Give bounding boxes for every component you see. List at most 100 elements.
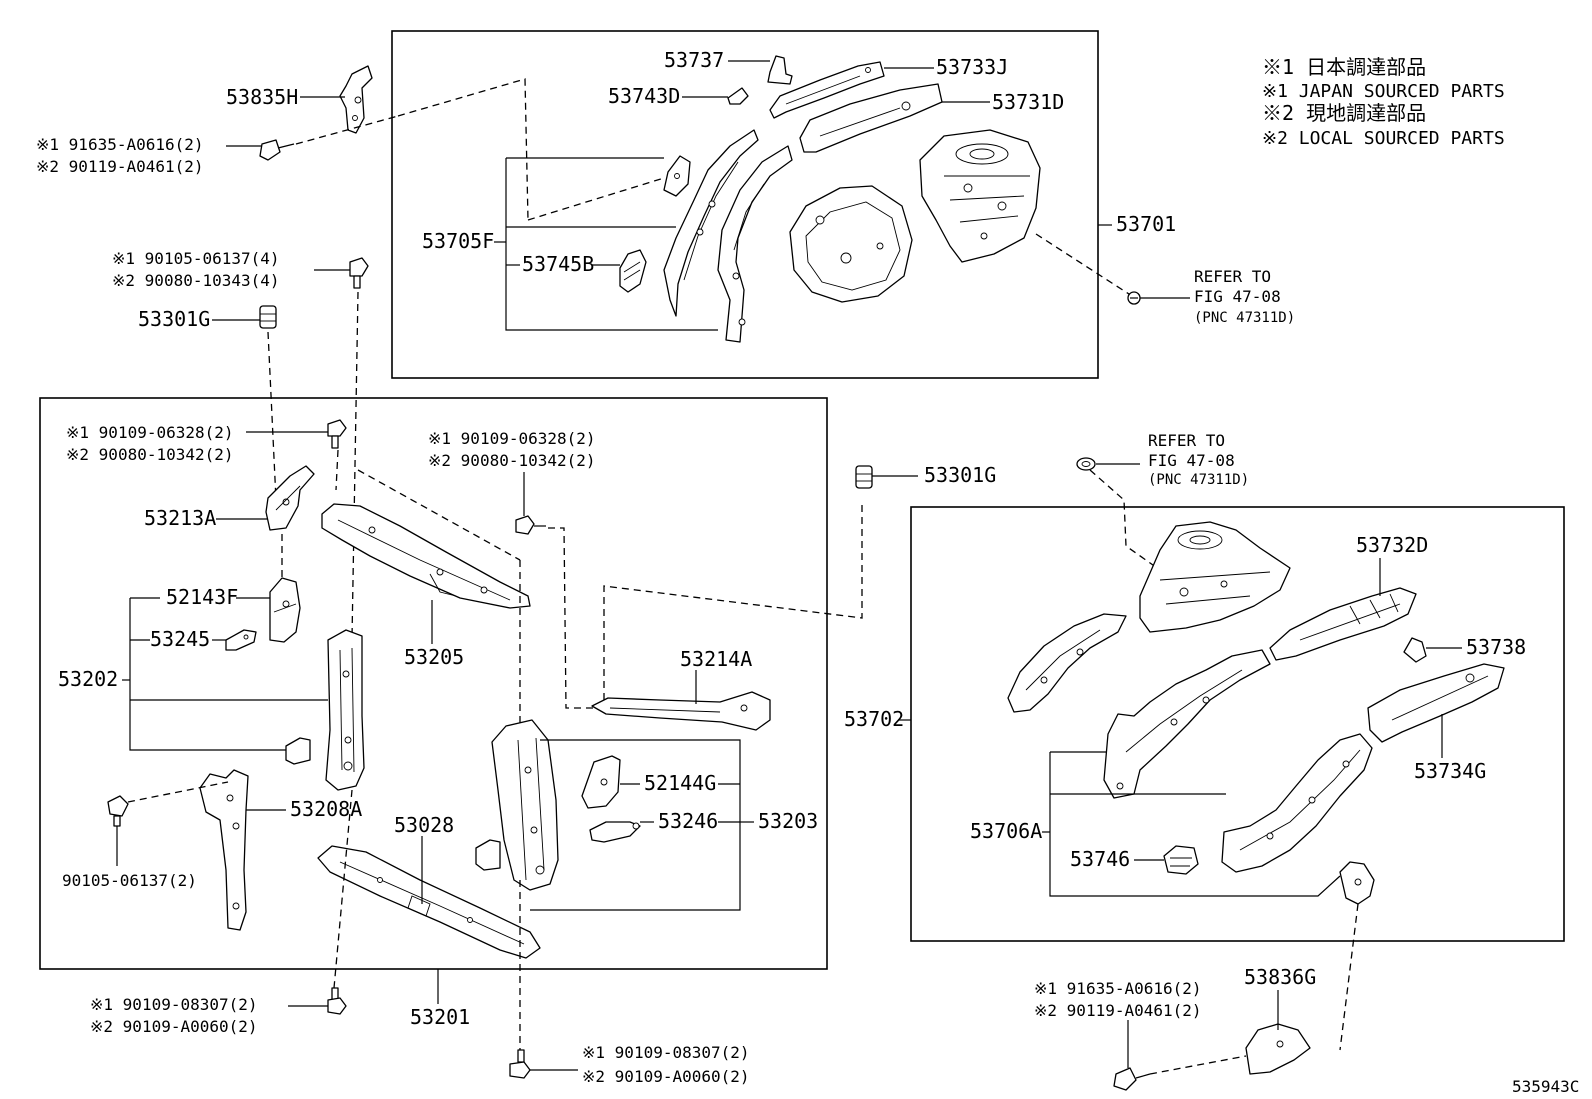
- part-53214A-brace: [591, 691, 771, 731]
- label-53731D: 53731D: [992, 90, 1064, 114]
- fastener-bolt4: 90105-06137(2): [62, 871, 197, 890]
- label-53836G: 53836G: [1244, 965, 1316, 989]
- bolt-icon: [107, 795, 129, 827]
- refer-2-line-1: REFER TO: [1148, 431, 1225, 450]
- fastener-br-2: ※2 90119-A0461(2): [1034, 1001, 1202, 1020]
- part-53705F-bracket: [663, 155, 691, 197]
- part-53705F-apron: [663, 129, 759, 317]
- label-53701: 53701: [1116, 212, 1176, 236]
- part-52144G-bracket: [581, 755, 621, 809]
- legend: ※1 日本調達部品 ※1 JAPAN SOURCED PARTS ※2 現地調達…: [1262, 55, 1505, 149]
- part-53202-small-bracket: [285, 737, 311, 765]
- label-53745B: 53745B: [522, 252, 594, 276]
- label-53208A: 53208A: [290, 797, 362, 821]
- part-53705F-lower-panel: [717, 145, 793, 343]
- part-53745B-pad: [619, 249, 647, 293]
- label-53732D: 53732D: [1356, 533, 1428, 557]
- part-53737-clip: [767, 55, 793, 85]
- frame-radiator-support-group: [39, 397, 828, 970]
- part-53738-clip: [1403, 637, 1427, 663]
- part-53746-pad: [1163, 845, 1199, 875]
- label-53028: 53028: [394, 813, 454, 837]
- part-52143F-bracket: [269, 577, 301, 643]
- label-53705F: 53705F: [422, 229, 494, 253]
- part-53245-clip: [225, 629, 257, 651]
- label-53214A: 53214A: [680, 647, 752, 671]
- fastener-bolt5-2: ※2 90109-A0060(2): [90, 1017, 258, 1036]
- part-wheelhouse-assembly: [789, 185, 913, 303]
- part-53203-small-bracket: [475, 839, 501, 871]
- fastener-bolt3-2: ※2 90080-10342(2): [428, 451, 596, 470]
- legend-line-4: ※2 LOCAL SOURCED PARTS: [1262, 128, 1505, 149]
- frame-right-apron-group: [910, 506, 1565, 942]
- refer-1-line-1: REFER TO: [1194, 267, 1271, 286]
- bolt-icon: [1113, 1067, 1151, 1091]
- part-53301G-cushion: [259, 305, 277, 329]
- part-53836G-bracket: [1245, 1023, 1311, 1075]
- part-53213A-bracket: [265, 465, 315, 531]
- label-53743D: 53743D: [608, 84, 680, 108]
- part-53205-upper-crossmember: [321, 503, 531, 609]
- clip-icon: [1076, 457, 1096, 471]
- legend-line-1: ※1 日本調達部品: [1262, 55, 1426, 79]
- label-53702: 53702: [844, 707, 904, 731]
- part-53835H-bracket: [339, 65, 373, 134]
- label-53737: 53737: [664, 48, 724, 72]
- fastener-bolt2-2: ※2 90080-10342(2): [66, 445, 234, 464]
- part-53202-support: [325, 629, 365, 791]
- bolt-icon: [259, 139, 295, 161]
- clip-icon: [1127, 291, 1141, 305]
- refer-1-line-2: FIG 47-08: [1194, 287, 1281, 306]
- part-suspension-tower-right: [1139, 521, 1291, 633]
- part-53203-support: [491, 719, 559, 891]
- part-53732D-rail: [1269, 587, 1417, 661]
- legend-line-3: ※2 現地調達部品: [1262, 101, 1426, 125]
- fastener-bolt1-1: ※1 90105-06137(4): [112, 249, 280, 268]
- part-53706A-apron: [1103, 649, 1271, 799]
- label-53301G-left: 53301G: [138, 307, 210, 331]
- part-wheelhouse-fragment-right: [1007, 613, 1127, 713]
- refer-2-line-3: (PNC 47311D): [1148, 472, 1249, 488]
- label-53835H: 53835H: [226, 85, 298, 109]
- label-52144G: 52144G: [644, 771, 716, 795]
- fastener-bolt2-1: ※1 90109-06328(2): [66, 423, 234, 442]
- label-53203: 53203: [758, 809, 818, 833]
- label-53246: 53246: [658, 809, 718, 833]
- fastener-bolt6-1: ※1 90109-08307(2): [582, 1043, 750, 1062]
- part-53743D-clip: [727, 87, 749, 105]
- fastener-tl-2: ※2 90119-A0461(2): [36, 157, 204, 176]
- bolt-icon: [515, 515, 546, 535]
- label-53301G-right: 53301G: [924, 463, 996, 487]
- fastener-tl-1: ※1 91635-A0616(2): [36, 135, 204, 154]
- fastener-bolt3-1: ※1 90109-06328(2): [428, 429, 596, 448]
- part-53208A-bracket: [199, 769, 249, 931]
- label-53738: 53738: [1466, 635, 1526, 659]
- part-53734G-panel: [1367, 663, 1505, 743]
- bolt-icon: [509, 1049, 531, 1079]
- figure-id: 535943C: [1512, 1077, 1579, 1096]
- refer-2-line-2: FIG 47-08: [1148, 451, 1235, 470]
- label-53746: 53746: [1070, 847, 1130, 871]
- fastener-bolt6-2: ※2 90109-A0060(2): [582, 1067, 750, 1086]
- part-53733J-rail: [769, 61, 885, 119]
- label-53734G: 53734G: [1414, 759, 1486, 783]
- part-53836G-upper-bracket: [1339, 861, 1375, 905]
- label-53202: 53202: [58, 667, 118, 691]
- part-suspension-tower: [919, 129, 1041, 263]
- label-53213A: 53213A: [144, 506, 216, 530]
- bolt-icon: [349, 257, 369, 289]
- part-53246-clip: [589, 821, 641, 843]
- part-53706A-lower-member: [1221, 733, 1373, 873]
- fastener-br-1: ※1 91635-A0616(2): [1034, 979, 1202, 998]
- part-53028-lower-crossmember: [317, 845, 541, 959]
- bolt-icon: [327, 419, 347, 449]
- fastener-bolt5-1: ※1 90109-08307(2): [90, 995, 258, 1014]
- bolt-icon: [327, 987, 347, 1015]
- frame-upper-apron-group: [391, 30, 1099, 379]
- label-53205: 53205: [404, 645, 464, 669]
- fastener-bolt1-2: ※2 90080-10343(4): [112, 271, 280, 290]
- label-52143F: 52143F: [166, 585, 238, 609]
- refer-1-line-3: (PNC 47311D): [1194, 310, 1295, 326]
- label-53201: 53201: [410, 1005, 470, 1029]
- legend-line-2: ※1 JAPAN SOURCED PARTS: [1262, 81, 1505, 102]
